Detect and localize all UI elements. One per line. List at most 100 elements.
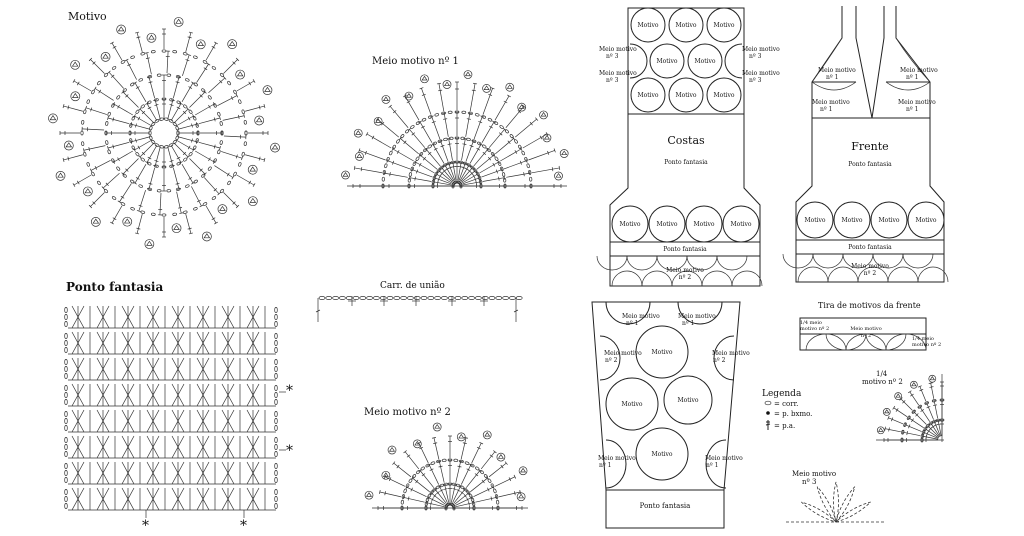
motif-circle [635, 427, 689, 481]
picot-icon [195, 39, 206, 50]
picot-icon [235, 69, 246, 80]
motif-label: Motivo [804, 217, 825, 224]
manga-label-4a: Meio motivo [705, 455, 743, 462]
picot-icon [90, 217, 101, 227]
picot-icon [456, 432, 466, 442]
motif-label: Motivo [637, 92, 658, 99]
costas-side-left-4: nº 3 [606, 77, 619, 84]
frente-side-label-2a: Meio motivo [900, 67, 938, 74]
picot-icon [70, 91, 81, 102]
motivo-spokes [59, 28, 269, 238]
picot-icon [412, 439, 422, 449]
repeat-marker-1: * [286, 383, 293, 399]
repeat-marker-2: * [286, 443, 293, 459]
meio-motivo-3-title-1: Meio motivo [792, 470, 836, 478]
costas-side-left-2: nº 3 [606, 53, 619, 60]
motif-circle [907, 201, 945, 239]
frente-side-label-3b: nº 1 [820, 106, 832, 113]
repeat-marker-3: * [142, 518, 149, 534]
picot-icon [202, 231, 212, 242]
picot-icon [270, 142, 280, 153]
meio-motivo-3-title-2: nº 3 [802, 478, 816, 486]
picot-icon [496, 452, 506, 462]
motif-label: Motivo [656, 221, 677, 228]
picot-icon [217, 204, 228, 215]
costas-side-left-1: Meio motivo [599, 46, 637, 53]
ponto-fantasia-title: Ponto fantasia [66, 280, 163, 294]
motivo-chart: Motivo [48, 10, 280, 249]
chain-symbol-icon [764, 400, 772, 406]
manga-label-3b: nº 1 [599, 462, 611, 469]
motif-label: Motivo [694, 58, 715, 65]
picot-icon [227, 39, 238, 49]
picot-icon [432, 422, 442, 432]
petal-icon [835, 486, 856, 523]
legenda: Legenda = corr. = p. bxmo. = p.a. [762, 389, 812, 430]
motif-label: Motivo [675, 22, 696, 29]
motif-circle [668, 7, 704, 43]
picot-icon [173, 17, 184, 27]
frente-side-label-1b: nº 1 [826, 74, 838, 81]
carr-uniao-chart: Carr. de união [315, 280, 523, 322]
treble-symbol-icon [765, 420, 771, 430]
picot-icon [171, 223, 182, 234]
tira-motivos-schematic: Tira de motivos da frente 1/4 meio motiv… [799, 301, 941, 351]
petal-icon [833, 481, 839, 523]
meio-motivo-2-title: Meio motivo nº 2 [364, 407, 451, 418]
meio-motivo-2-fan [364, 422, 528, 511]
motif-label: Motivo [915, 217, 936, 224]
picot-icon [505, 82, 515, 92]
carr-uniao-title: Carr. de união [380, 280, 445, 291]
frente-subtitle: Ponto fantasia [848, 161, 892, 168]
picot-icon [100, 51, 111, 62]
picot-icon [341, 170, 350, 180]
picot-icon [254, 115, 265, 126]
petal-icon [801, 501, 837, 523]
costas-side-right-1: Meio motivo [742, 46, 780, 53]
motif-label: Motivo [621, 401, 642, 408]
legenda-item-3: = p.a. [774, 422, 795, 430]
picot-icon [542, 133, 552, 143]
tira-quarter-1b: motivo nº 2 [800, 326, 829, 332]
motivo-rings [80, 49, 248, 217]
picot-icon [559, 149, 569, 158]
manga-label-5a: Meio motivo [622, 313, 660, 320]
picot-icon [387, 445, 397, 455]
tira-center-1: Meio motivo [850, 326, 881, 332]
picot-icon [463, 70, 473, 79]
legenda-title: Legenda [762, 389, 802, 399]
costas-side-right-2: nº 3 [749, 53, 762, 60]
motif-label: Motivo [841, 217, 862, 224]
costas-bottom-label-1: Meio motivo [666, 267, 704, 274]
frente-side-label-1a: Meio motivo [818, 67, 856, 74]
picot-icon [355, 152, 364, 161]
quarter-title-1: 1/4 [876, 370, 888, 378]
tira-quarter-2a: 1/4 meio [912, 336, 934, 342]
picot-icon [482, 430, 492, 440]
meio-motivo-3-petals [786, 481, 886, 523]
manga-label-2a: Meio motivo [712, 350, 750, 357]
costas-side-right-3: Meio motivo [742, 70, 780, 77]
picot-icon [482, 84, 491, 93]
manga-label-5b: nº 1 [626, 320, 638, 327]
motif-circle [649, 43, 685, 79]
frente-schematic: Meio motivo nº 1 Meio motivo nº 1 Meio m… [782, 6, 949, 283]
manga-label-6a: Meio motivo [678, 313, 716, 320]
motif-label: Motivo [637, 22, 658, 29]
picot-icon [48, 113, 58, 124]
picot-icon [144, 239, 155, 249]
frente-band-label: Ponto fantasia [848, 244, 892, 251]
picot-icon [262, 85, 273, 95]
picot-icon [353, 128, 363, 138]
manga-label-6b: nº 1 [682, 320, 694, 327]
tira-title: Tira de motivos da frente [818, 301, 921, 310]
quarter-motivo-2-chart: 1/4 motivo nº 2 [862, 370, 945, 443]
picot-icon [146, 32, 157, 43]
motif-label: Motivo [730, 221, 751, 228]
motif-circle [796, 201, 834, 239]
picot-icon [517, 102, 527, 112]
motif-label: Motivo [651, 451, 672, 458]
